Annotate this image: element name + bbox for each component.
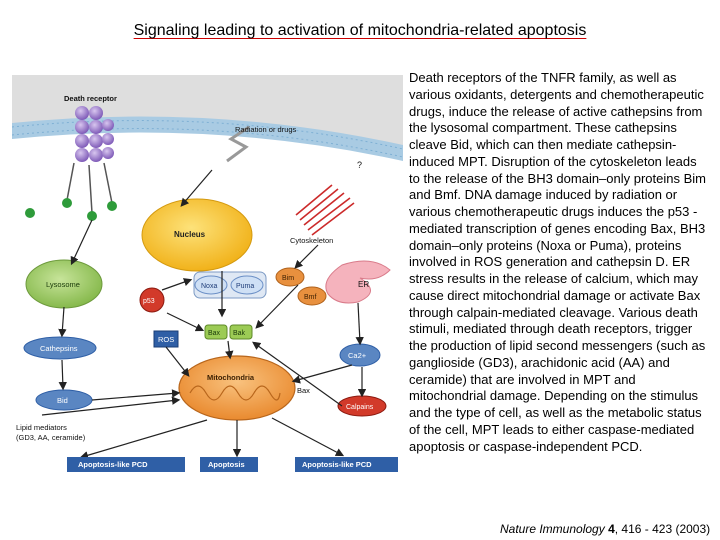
- diagram-ros-label: ROS: [158, 335, 174, 344]
- bax-label: Bax: [297, 386, 310, 395]
- death-receptor-label: Death receptor: [64, 94, 117, 103]
- diagram-bax-label: Bax: [208, 330, 221, 337]
- diagram-er-label: ER: [358, 280, 369, 289]
- cytoplasm: [12, 132, 403, 480]
- bax-box: [204, 324, 228, 340]
- death-receptor: [25, 106, 117, 221]
- diagram-bak-label: Bak: [233, 330, 246, 337]
- diagram-bid-label: Bid: [57, 396, 68, 405]
- p53: [139, 287, 165, 313]
- outcome-middle: Apoptosis: [208, 460, 245, 469]
- diagram-p53-label: p53: [143, 298, 155, 305]
- diagram-calpains-label: Calpains: [346, 404, 374, 411]
- apoptosis-pathway-diagram: Death receptor Radiation or drugs ? Nucl…: [11, 75, 404, 480]
- citation-pages: , 416 - 423 (2003): [614, 522, 711, 536]
- endoplasmic-reticulum: [325, 260, 391, 304]
- diagram-lysosome-label: Lysosome: [46, 280, 80, 289]
- diagram-cytoskeleton-label: Cytoskeleton: [290, 236, 333, 245]
- citation-journal: Nature Immunology: [500, 522, 605, 536]
- citation: Nature Immunology 4, 416 - 423 (2003): [500, 522, 710, 536]
- diagram-puma-label: Puma: [236, 283, 254, 290]
- outcome-box-middle: [200, 457, 258, 472]
- cytoskeleton: [295, 184, 355, 236]
- outcome-right: Apoptosis-like PCD: [302, 460, 372, 469]
- radiation-label: Radiation or drugs: [235, 125, 297, 134]
- citation-volume: 4: [608, 522, 615, 536]
- diagram-ca-label: Ca2+: [348, 351, 367, 360]
- outcome-box-right: [295, 457, 398, 472]
- bim-oval: [275, 267, 305, 287]
- diagram-nucleus-label: Nucleus: [174, 230, 206, 239]
- lipid-mediators-label: Lipid mediators: [16, 423, 67, 432]
- diagram-cathepsins-label: Cathepsins: [40, 344, 78, 353]
- outcome-left: Apoptosis-like PCD: [78, 460, 148, 469]
- diagram-noxa-label: Noxa: [201, 283, 217, 290]
- diagram-bim-label: Bim: [282, 275, 294, 282]
- page-title: Signaling leading to activation of mitoc…: [133, 22, 587, 39]
- description-text: Death receptors of the TNFR family, as w…: [409, 70, 707, 454]
- question-mark: ?: [357, 160, 362, 170]
- bak-box: [229, 324, 253, 340]
- outcome-box-left: [67, 457, 185, 472]
- radiation-bolt: [226, 125, 250, 163]
- bmf-oval: [297, 286, 327, 306]
- diagram-bmf-label: Bmf: [304, 294, 317, 301]
- diagram-mitochondria-label: Mitochondria: [207, 373, 255, 382]
- mitochondria: [178, 355, 296, 421]
- lipid-mediators-sub: (GD3, AA, ceramide): [16, 433, 86, 442]
- nucleus: [141, 198, 253, 272]
